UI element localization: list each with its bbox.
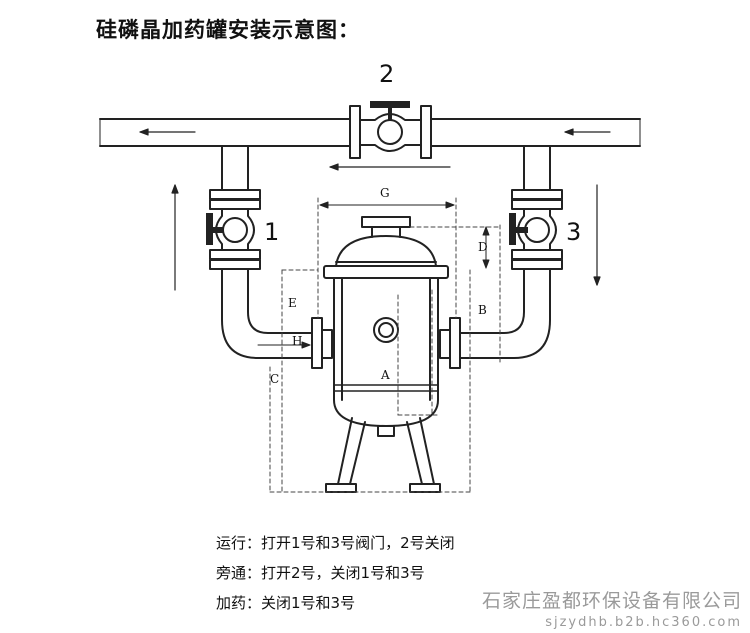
valve-label-1: 1 <box>264 218 280 246</box>
main-pipe <box>99 118 641 147</box>
valve-label-3: 3 <box>566 218 582 246</box>
dimension-label-b: B <box>478 303 487 317</box>
dimension-label-g: G <box>380 186 390 200</box>
left-branch-pipe <box>221 145 313 359</box>
note-text: 打开1号和3号阀门，2号关闭 <box>261 534 455 552</box>
note-run: 运行：打开1号和3号阀门，2号关闭 <box>216 528 455 558</box>
dimension-label-c: C <box>270 372 280 386</box>
dimension-label-e: E <box>288 296 297 310</box>
watermark: 石家庄盈都环保设备有限公司 sjzydhb.b2b.hc360.com <box>482 586 742 630</box>
note-label: 运行： <box>216 534 262 552</box>
note-bypass: 旁通：打开2号，关闭1号和3号 <box>216 558 455 588</box>
valve-3 <box>509 189 563 270</box>
flow-arrows <box>139 128 611 291</box>
tank-flanges <box>311 317 461 369</box>
watermark-url: sjzydhb.b2b.hc360.com <box>545 615 742 630</box>
valve-1 <box>206 189 261 270</box>
right-branch-pipe <box>459 145 551 359</box>
note-label: 加药： <box>216 594 262 612</box>
note-label: 旁通： <box>216 564 262 582</box>
dimension-label-a: A <box>381 368 390 382</box>
operation-notes: 运行：打开1号和3号阀门，2号关闭 旁通：打开2号，关闭1号和3号 加药：关闭1… <box>216 528 455 618</box>
diagram-title: 硅磷晶加药罐安装示意图： <box>96 18 360 42</box>
note-text: 关闭1号和3号 <box>261 594 356 612</box>
dimension-label-h: H <box>292 334 303 348</box>
valve-label-2: 2 <box>379 60 395 88</box>
note-dosing: 加药：关闭1号和3号 <box>216 588 455 618</box>
dimension-arrows <box>257 201 490 386</box>
dosing-tank <box>323 216 449 493</box>
watermark-company: 石家庄盈都环保设备有限公司 <box>481 590 742 612</box>
valve-2 <box>349 101 432 159</box>
note-text: 打开2号，关闭1号和3号 <box>261 564 425 582</box>
dimension-lines <box>269 197 501 493</box>
dimension-label-d: D <box>478 240 488 254</box>
